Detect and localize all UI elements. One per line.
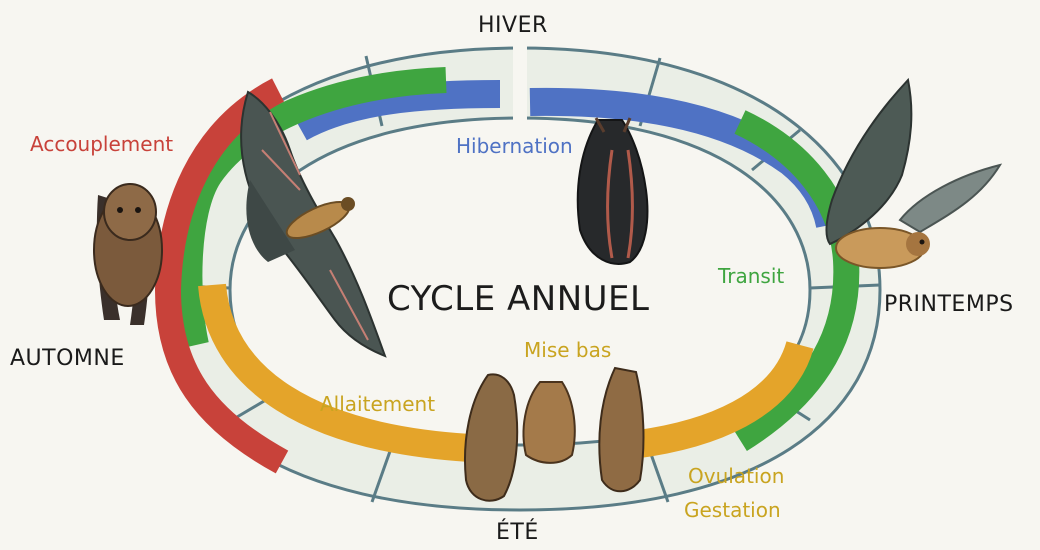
season-autumn-label: AUTOMNE [10, 348, 125, 370]
hanging-bat-icon [578, 118, 648, 264]
roosting-bat-icon [94, 184, 162, 325]
season-spring-label: PRINTEMPS [884, 294, 1014, 316]
diagram-title: CYCLE ANNUEL [387, 282, 649, 316]
phase-mating-label: Accouplement [30, 134, 173, 154]
phase-transit-label: Transit [718, 266, 784, 286]
season-summer-label: ÉTÉ [496, 522, 539, 544]
phase-ovulation-label: Ovulation [688, 466, 784, 486]
phase-gestation-label: Gestation [684, 500, 781, 520]
flying-bat-icon-right [826, 80, 1000, 268]
season-winter-label: HIVER [478, 15, 548, 37]
phase-hibernation-label: Hibernation [456, 136, 573, 156]
winter-gap [513, 40, 527, 124]
phase-nursing-label: Allaitement [320, 394, 435, 414]
phase-birth-label: Mise bas [524, 340, 611, 360]
